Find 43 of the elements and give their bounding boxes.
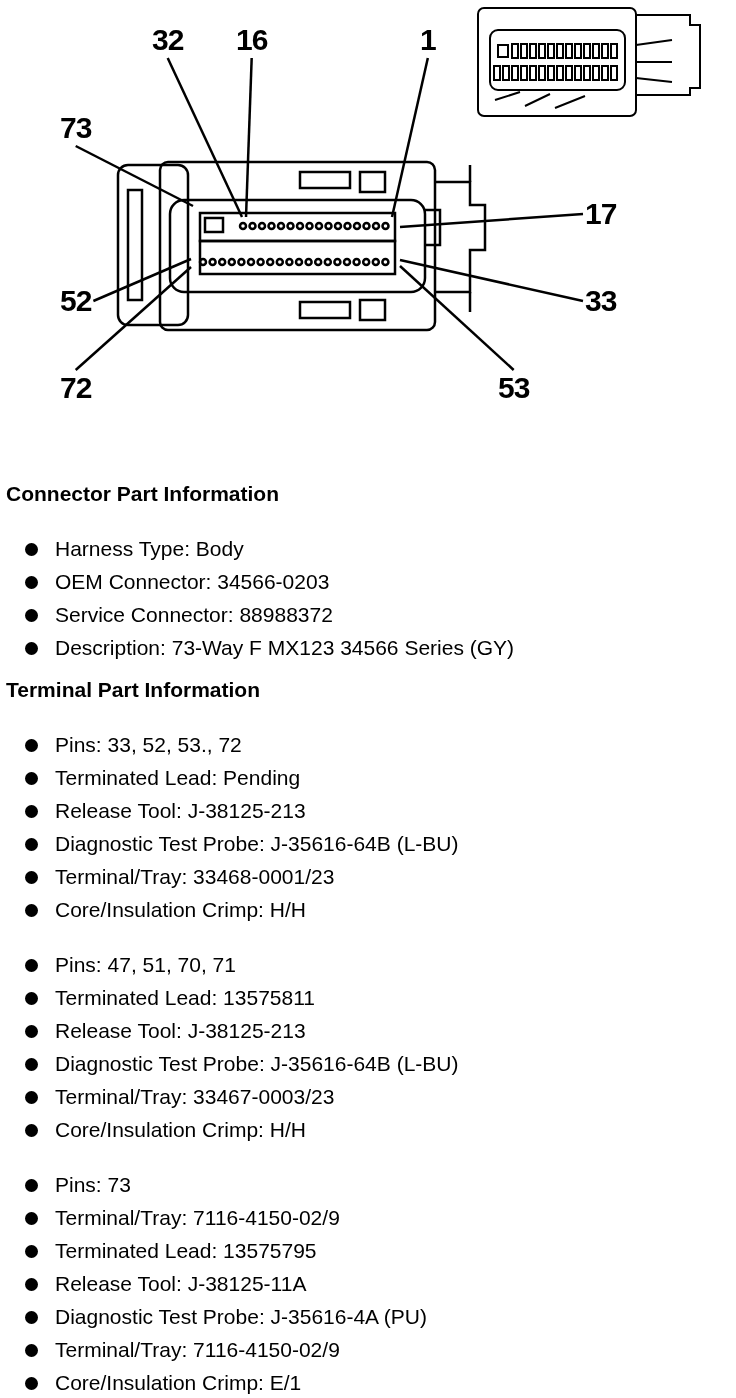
callout-number: 53 [498,372,530,404]
list-item: Release Tool: J-38125-213 [55,1018,306,1044]
leader-line [399,212,584,229]
list-item: Core/Insulation Crimp: E/1 [55,1370,302,1396]
section-heading: Connector Part Information [6,481,279,507]
callout-number: 52 [60,285,92,317]
leader-line [399,265,515,371]
list-item: Terminal/Tray: 33467-0003/23 [55,1084,335,1110]
list-item: Core/Insulation Crimp: H/H [55,897,306,923]
leader-line [399,258,584,303]
callout-number: 16 [236,24,268,56]
list-item: Core/Insulation Crimp: H/H [55,1117,306,1143]
leader-line [166,57,244,218]
callout-number: 33 [585,285,617,317]
list-item: Diagnostic Test Probe: J-35616-64B (L-BU) [55,831,459,857]
section-heading: Terminal Part Information [6,677,260,703]
leader-line [92,257,192,303]
list-item: Pins: 33, 52, 53., 72 [55,732,242,758]
list-item: Terminated Lead: 13575811 [55,985,315,1011]
callout-number: 72 [60,372,92,404]
list-item: Service Connector: 88988372 [55,602,333,628]
list-item: Terminal/Tray: 33468-0001/23 [55,864,335,890]
callout-number: 17 [585,198,617,230]
list-item: Terminal/Tray: 7116-4150-02/9 [55,1205,340,1231]
list-item: Diagnostic Test Probe: J-35616-64B (L-BU) [55,1051,459,1077]
leader-line [390,57,430,218]
list-item: Diagnostic Test Probe: J-35616-4A (PU) [55,1304,427,1330]
list-item: Pins: 73 [55,1172,131,1198]
callout-number: 73 [60,112,92,144]
list-item: Pins: 47, 51, 70, 71 [55,952,236,978]
list-item: Release Tool: J-38125-11A [55,1271,307,1297]
list-item: Description: 73-Way F MX123 34566 Series (GY) [55,635,515,661]
callout-number: 32 [152,24,184,56]
leader-line [75,144,194,208]
list-item: Harness Type: Body [55,536,244,562]
callout-number: 1 [420,24,436,56]
list-item: OEM Connector: 34566-0203 [55,569,330,595]
leader-line [74,266,192,371]
list-item: Terminated Lead: Pending [55,765,301,791]
list-item: Release Tool: J-38125-213 [55,798,306,824]
leader-line [244,57,253,218]
list-item: Terminated Lead: 13575795 [55,1238,317,1264]
list-item: Terminal/Tray: 7116-4150-02/9 [55,1337,340,1363]
